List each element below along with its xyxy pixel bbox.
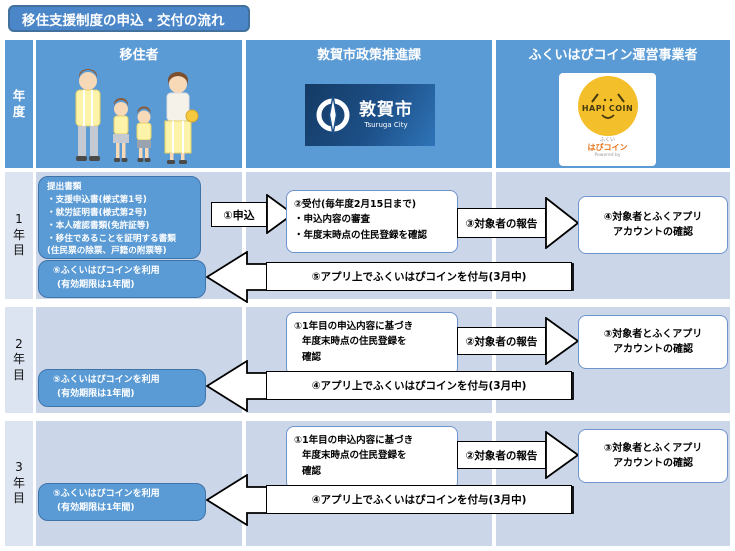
hapicoin-logo: HAPI COIN ふくい はぴコイン Powered by (559, 73, 656, 166)
apply-arrow-label: ①申込 (211, 202, 267, 227)
account-box-3: ③対象者とふくアプリ アカウントの確認 (578, 429, 728, 483)
year-label-2: 2年目 (13, 336, 26, 382)
year-cell-2: 2年目 (5, 307, 33, 413)
coin-use-line: ⑥ふくいはぴコインを利用 (53, 266, 160, 276)
account-line: アカウントの確認 (613, 344, 693, 355)
header-cell-migrant: 移住者 (36, 40, 242, 168)
hapicoin-sub-name: はぴコイン (587, 143, 628, 152)
year-axis-label: 年度 (12, 87, 26, 119)
grant-arrow-label-3: ④アプリ上でふくいはぴコインを付与(3月中) (266, 485, 572, 514)
account-line: ③対象者とふくアプリ (603, 443, 703, 454)
coin-use-box-1: ⑥ふくいはぴコインを利用 (有効期限は1年間) (38, 260, 206, 298)
account-line: ③対象者とふくアプリ (603, 329, 703, 340)
coin-use-line: (有効期限は1年間) (57, 502, 135, 513)
check-line: 年度末時点の住民登録を (302, 336, 407, 348)
family-illustration (75, 69, 199, 164)
coin-use-line: ⑤ふくいはぴコインを利用 (53, 375, 160, 385)
coin-use-box-2: ⑤ふくいはぴコインを利用 (有効期限は1年間) (38, 369, 206, 407)
account-line: アカウントの確認 (613, 227, 693, 238)
year-label-3: 3年目 (13, 460, 26, 506)
report-arrow-label-3: ②対象者の報告 (457, 441, 546, 469)
account-box-2: ③対象者とふくアプリ アカウントの確認 (578, 315, 728, 369)
check-line: 確認 (302, 465, 322, 477)
year-cell-3: 3年目 (5, 421, 33, 546)
page-title: 移住支援制度の申込・交付の流れ (8, 5, 250, 32)
reception-line: ・申込内容の審査 (294, 214, 371, 226)
hapicoin-sub-powered: Powered by (594, 152, 621, 158)
documents-item: ・移住であることを証明する書類 (47, 233, 176, 244)
coin-use-line: ⑤ふくいはぴコインを利用 (53, 489, 160, 499)
tsuruga-city-logo: 敦賀市 Tsuruga City (305, 84, 435, 146)
hapicoin-coin-text: HAPI COIN (581, 103, 634, 113)
coin-use-line: (有効期限は1年間) (57, 388, 135, 399)
account-line: ④対象者とふくアプリ (603, 212, 703, 223)
check-line: 年度末時点の住民登録を (302, 450, 407, 462)
coin-use-line: (有効期限は1年間) (57, 279, 135, 290)
check-line: ①1年目の申込内容に基づき (294, 435, 414, 446)
check-line: ①1年目の申込内容に基づき (294, 321, 414, 332)
check-box-3: ①1年目の申込内容に基づき 年度末時点の住民登録を 確認 (286, 426, 458, 490)
check-line: 確認 (302, 351, 322, 363)
grant-arrow-label-2: ④アプリ上でふくいはぴコインを付与(3月中) (266, 371, 572, 400)
reception-line: ・年度末時点の住民登録を確認 (294, 229, 428, 241)
report-arrow-label-1: ③対象者の報告 (457, 208, 546, 238)
documents-item: (住民票の除票、戸籍の附票等) (47, 246, 167, 257)
column-header-city: 敦賀市政策推進課 (316, 48, 421, 63)
column-header-operator: ふくいはぴコイン運営事業者 (528, 48, 698, 63)
check-box-2: ①1年目の申込内容に基づき 年度末時点の住民登録を 確認 (286, 312, 458, 376)
documents-box: 提出書類 ・支援申込書(様式第1号) ・就労証明書(様式第2号) ・本人確認書類… (38, 176, 201, 259)
header-cell-year: 年度 (5, 40, 33, 168)
report-arrow-head-icon (545, 431, 579, 479)
year-label-1: 1年目 (13, 212, 26, 258)
documents-item: ・支援申込書(様式第1号) (47, 194, 147, 205)
grant-arrow-label-1: ⑤アプリ上でふくいはぴコインを付与(3月中) (266, 262, 572, 291)
hapicoin-sub-fukui: ふくい (599, 137, 615, 143)
tsuruga-emblem-icon (316, 95, 350, 135)
reception-line: ②受付(毎年度2月15日まで) (294, 199, 417, 210)
apply-arrow-head-icon (266, 194, 294, 234)
reception-box: ②受付(毎年度2月15日まで) ・申込内容の審査 ・年度末時点の住民登録を確認 (286, 190, 458, 253)
documents-title: 提出書類 (47, 182, 82, 192)
report-arrow-label-2: ②対象者の報告 (457, 327, 546, 355)
documents-item: ・本人確認書類(免許証等) (47, 220, 150, 231)
report-arrow-head-icon (545, 317, 579, 365)
account-box-1: ④対象者とふくアプリ アカウントの確認 (578, 196, 728, 254)
documents-item: ・就労証明書(様式第2号) (47, 207, 147, 218)
report-arrow-head-icon (545, 197, 579, 249)
column-header-migrant: 移住者 (119, 48, 159, 63)
tsuruga-logo-subtitle: Tsuruga City (364, 121, 408, 130)
hapicoin-coin-icon: HAPI COIN (577, 76, 638, 136)
account-line: アカウントの確認 (613, 458, 693, 469)
year-cell-1: 1年目 (5, 172, 33, 299)
coin-use-box-3: ⑤ふくいはぴコインを利用 (有効期限は1年間) (38, 483, 206, 521)
tsuruga-logo-name: 敦賀市 (359, 99, 413, 120)
